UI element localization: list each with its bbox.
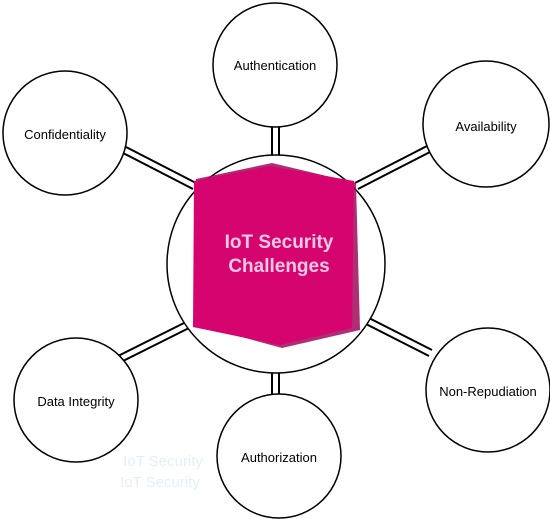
center-label-line2: Challenges: [228, 256, 329, 277]
connector-authentication: [271, 126, 280, 159]
node-data-integrity: Data Integrity: [13, 337, 139, 463]
node-availability: Availability: [422, 60, 550, 188]
node-availability-label: Availability: [455, 119, 517, 134]
node-confidentiality: Confidentiality: [2, 70, 128, 196]
node-non-repudiation: Non-Repudiation: [425, 327, 550, 453]
node-authorization-label: Authorization: [241, 450, 317, 465]
connector-confidentiality: [122, 146, 197, 190]
node-data-integrity-label: Data Integrity: [37, 394, 115, 409]
node-authentication: Authentication: [212, 2, 338, 128]
watermark-line1: IoT Security: [123, 453, 203, 470]
node-authentication-label: Authentication: [234, 58, 316, 73]
node-non-repudiation-label: Non-Repudiation: [439, 384, 537, 399]
center-hexagon: [193, 166, 354, 345]
watermark-line2: IoT Security: [120, 474, 200, 491]
connector-availability: [354, 145, 431, 190]
node-authorization: Authorization: [216, 393, 342, 519]
center-node: IoT Security Challenges: [166, 154, 386, 374]
node-confidentiality-label: Confidentiality: [24, 127, 106, 142]
connector-data-integrity: [117, 319, 194, 363]
connector-non-repudiation: [361, 315, 433, 357]
center-label-line1: IoT Security: [225, 232, 334, 253]
watermark: IoT Security IoT Security: [120, 453, 203, 491]
